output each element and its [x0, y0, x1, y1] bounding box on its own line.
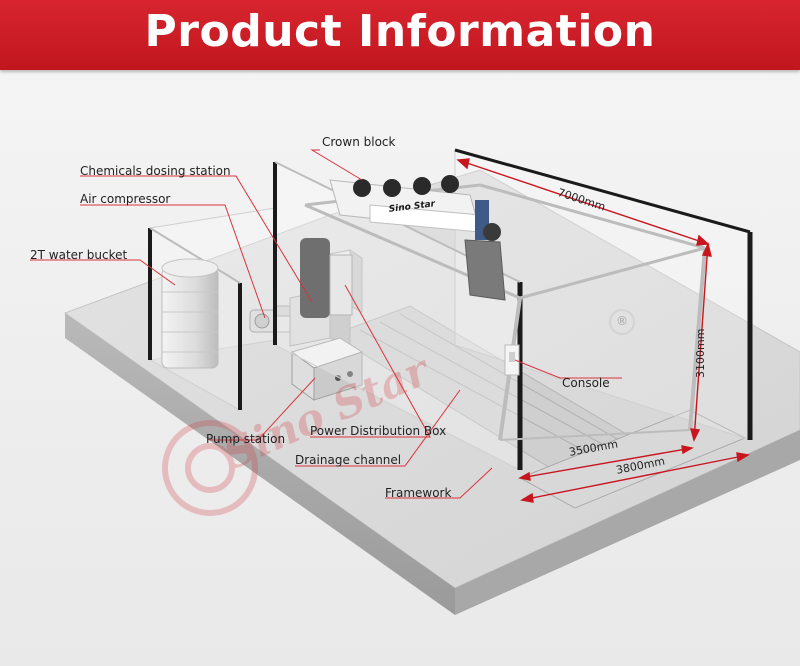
label-air-compressor: Air compressor — [80, 192, 171, 206]
wash-arm — [300, 238, 353, 318]
base-slab-front — [65, 313, 455, 615]
console-unit — [504, 344, 520, 376]
wash-bay — [273, 148, 753, 471]
base-slab-right — [455, 430, 800, 615]
label-drainage-channel: Drainage channel — [295, 453, 402, 467]
label-water-bucket: 2T water bucket — [30, 248, 128, 262]
pump-station — [290, 337, 364, 401]
leader-lines — [30, 149, 622, 499]
dimension-lines — [456, 158, 750, 503]
label-console: Console — [562, 376, 610, 390]
label-crown-block: Crown block — [322, 135, 396, 149]
crown-block — [329, 175, 506, 301]
label-chemicals-dosing-station: Chemicals dosing station — [80, 164, 231, 178]
bay-edge — [454, 148, 751, 234]
equipment-room-edge — [149, 227, 241, 284]
registered-mark: ® — [616, 314, 628, 328]
label-pump-station: Pump station — [206, 432, 286, 446]
label-power-distribution-box: Power Distribution Box — [310, 424, 447, 438]
label-framework: Framework — [385, 486, 452, 500]
dimension-height: 3100mm — [694, 328, 707, 378]
water-tank — [161, 258, 219, 369]
page-title: Product Information — [144, 6, 656, 57]
header-banner: Product Information — [0, 0, 800, 70]
